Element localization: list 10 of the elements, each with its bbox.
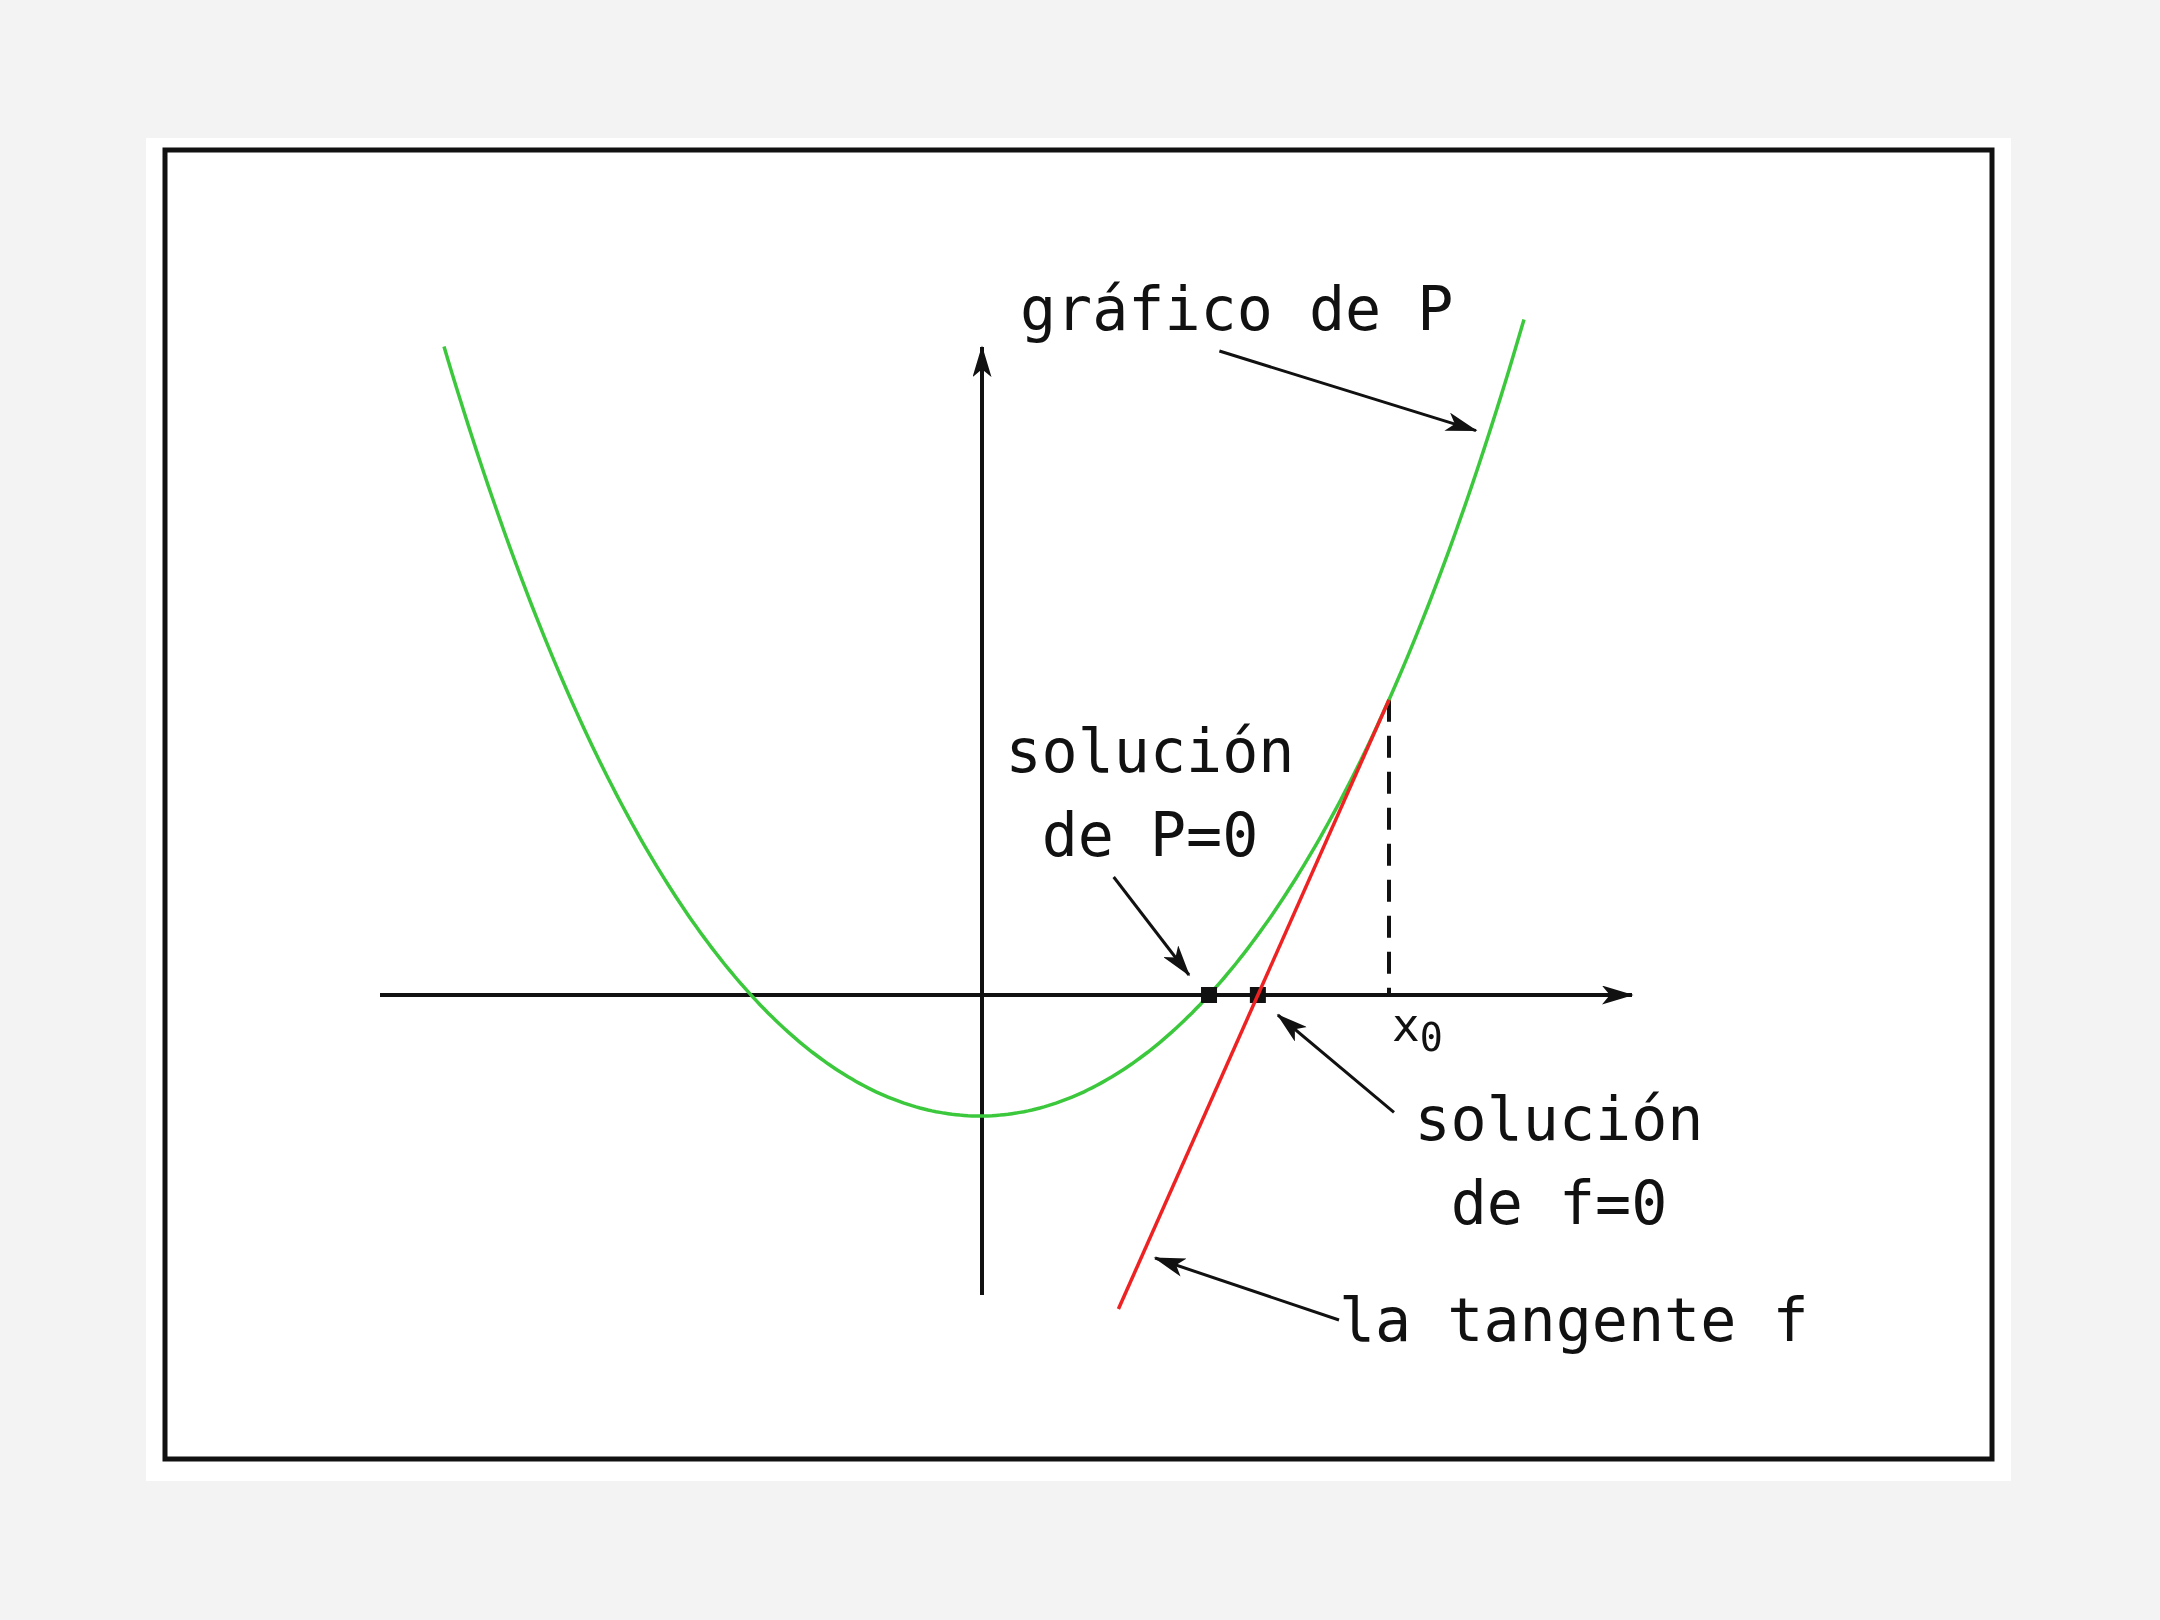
leader-arrow (1112, 876, 1191, 977)
leader-arrow (1153, 1256, 1340, 1322)
leader-arrow (1218, 349, 1478, 433)
leader-arrow (1276, 1013, 1395, 1114)
annotation-text: gráfico de P (1020, 267, 1454, 351)
annotation-text: solución de f=0 (1394, 1077, 1724, 1245)
annotation-text: solución de P=0 (985, 709, 1315, 877)
axis-tick-label: x$_{0}$ (1392, 997, 1443, 1063)
annotation-text: la tangente f (1339, 1278, 1809, 1362)
root-point (1201, 987, 1217, 1003)
